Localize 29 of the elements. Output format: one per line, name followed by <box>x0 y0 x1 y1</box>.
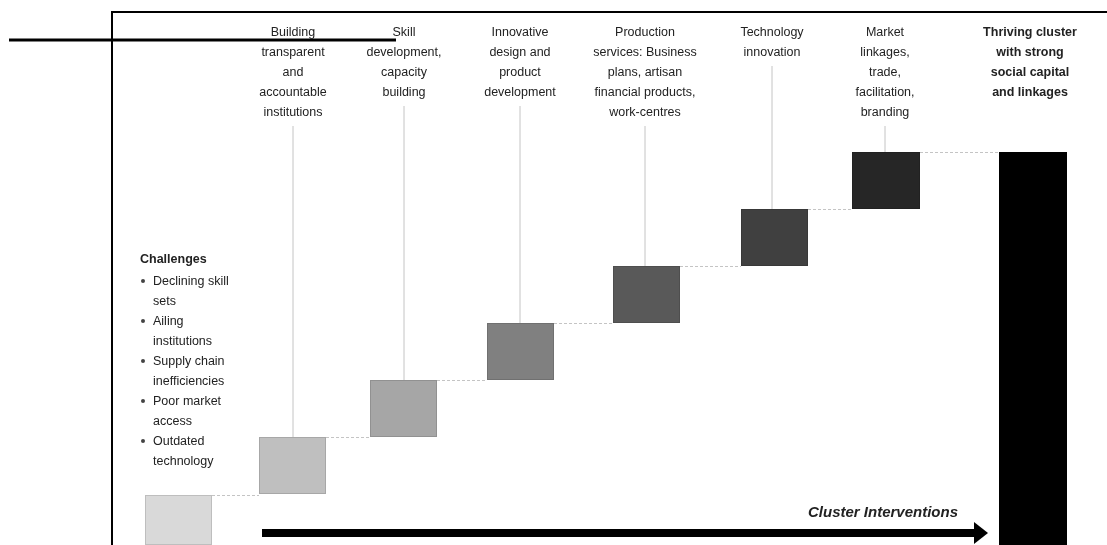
bullet-item: Ailing institutions <box>153 313 214 350</box>
connector-line <box>919 152 1000 153</box>
connector-line <box>807 209 853 210</box>
connector-line <box>325 437 371 438</box>
step-block <box>613 266 680 323</box>
step-label: Market linkages, trade, facilitation, branding <box>849 22 921 122</box>
step-block <box>741 209 808 266</box>
connector-line <box>436 380 488 381</box>
step-block <box>145 495 212 545</box>
outcome-label: Thriving cluster with strong social capital and linkages <box>982 24 1078 101</box>
step-label: Building transparent and accountable institutions <box>250 22 336 122</box>
bullet-item: Declining skill sets <box>153 273 230 310</box>
step-label: Technology innovation <box>729 22 815 62</box>
bullet-item: Supply chain inefficiencies <box>153 353 226 390</box>
list-heading: Challenges <box>140 252 207 266</box>
step-label: Skill development, capacity building <box>358 22 450 102</box>
bullet-item: Poor market access <box>153 393 223 430</box>
step-block <box>370 380 437 437</box>
outcome-bar <box>999 152 1067 545</box>
connector-line <box>211 495 260 496</box>
arrow-label: Cluster Interventions <box>807 503 958 520</box>
connector-line <box>553 323 614 324</box>
step-label: Production services: Business plans, artisan financial products, work-centres <box>592 22 698 122</box>
step-block <box>259 437 326 494</box>
step-block <box>487 323 554 380</box>
connector-line <box>679 266 742 267</box>
bullet-item: Outdated technology <box>153 433 215 470</box>
step-block <box>852 152 920 209</box>
step-label: Innovative design and product development <box>477 22 563 102</box>
